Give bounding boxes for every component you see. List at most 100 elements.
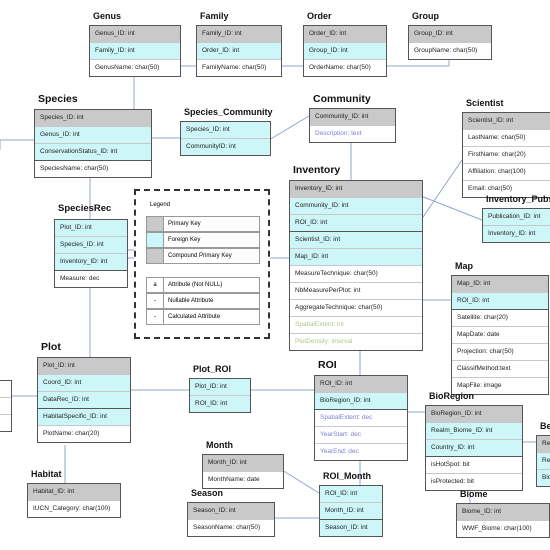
attribute-field: isHotSpot: bit [426,457,522,474]
relationship-line [281,469,320,494]
foreign-key-field: CommunityID: int [181,139,270,155]
foreign-key-field: ROI_ID: int [190,396,250,412]
attribute-field: Affiliation: char(100) [463,164,550,181]
foreign-key-field: DataRec_ID: int [38,392,130,409]
legend-swatch: - [147,310,164,324]
entity-title-inventory-pubs: Inventory_Pubs [486,194,550,204]
legend-item-foreign-key: Foreign Key [146,232,260,248]
primary-key-field: Group_ID: int [409,26,491,43]
attribute-field: NbMeasurePerPlot: int [290,283,422,300]
attribute-field: SpatialExtent: dec [315,410,407,427]
legend-swatch [147,233,164,247]
foreign-key-field: Genus_ID: int [35,127,151,144]
foreign-key-field: Inventory_ID: int [55,254,127,271]
foreign-key-field: Group_ID: int [304,43,386,60]
legend-item-calculated: -Calculated Attribute [146,309,260,325]
foreign-key-field: Family_ID: int [90,43,180,60]
foreign-key-field: HabitatSpecific_ID: int [38,409,130,426]
entity-left-stub[interactable] [0,380,12,432]
entity-title-habitat: Habitat [31,469,62,479]
attribute-field: isProtected: bit [426,474,522,490]
entity-title-group: Group [412,11,439,21]
entity-title-family: Family [200,11,229,21]
foreign-key-field: Bio [537,470,550,486]
legend-item-primary-key: Primary Key [146,216,260,232]
attribute-field [0,398,11,415]
primary-key-field: Re [537,436,550,453]
relationship-line [420,195,483,221]
primary-key-field: Plot_ID: int [38,358,130,375]
primary-key-field: BioRegion_ID: int [426,406,522,423]
attribute-field: OrderName: char(50) [304,60,386,76]
legend-swatch [147,217,164,231]
primary-key-field: Genus_ID: int [90,26,180,43]
legend-label: Primary Key [168,221,201,227]
attribute-field: AggregateTechnique: char(50) [290,300,422,317]
primary-key-field: ROI_ID: int [315,376,407,393]
attribute-field: MeasureTechnique: char(50) [290,266,422,283]
attribute-field: SeasonName: char(50) [188,520,274,536]
foreign-key-field: Order_ID: int [197,43,281,60]
legend-label: Compound Primary Key [168,253,232,259]
foreign-key-field: ROI_ID: int [452,293,548,310]
relationship-line [420,159,463,221]
attribute-field: WWF_Biome: char(100) [457,521,549,537]
foreign-key-field: Country_ID: int [426,440,522,457]
attribute-field: SpatialExtent: int [290,317,422,334]
entity-title-inventory: Inventory [293,164,341,176]
foreign-key-field: Scientist_ID: int [290,232,422,249]
entity-title-bioregion: BioRegion [429,391,474,401]
foreign-key-field: Season_ID: int [320,520,382,536]
foreign-key-field: Coord_ID: int [38,375,130,392]
primary-key-field: Season_ID: int [188,503,274,520]
attribute-field: Projection: char(50) [452,344,548,361]
attribute-field: FamilyName: char(50) [197,60,281,76]
relationship-line [268,115,310,141]
entity-title-species: Species [38,93,78,105]
entity-title-be: Be [540,421,550,431]
primary-key-field: Habitat_ID: int [28,484,120,501]
entity-title-season: Season [191,488,224,498]
foreign-key-field: Plot_ID: int [55,220,127,237]
entity-title-community: Community [313,93,371,105]
foreign-key-field: Re [537,453,550,470]
foreign-key-field: Map_ID: int [290,249,422,266]
entity-title-biome: Biome [460,489,488,499]
primary-key-field: Community_ID: int [310,109,395,126]
primary-key-field: Order_ID: int [304,26,386,43]
attribute-field: MapDate: date [452,327,548,344]
primary-key-field: Inventory_ID: int [290,181,422,198]
attribute-field: PlotDensity: interval [295,338,353,345]
attribute-field [0,415,11,431]
legend-label: Nullable Attribute [168,298,214,304]
legend-swatch: - [147,294,164,308]
attribute-field: SpeciesName: char(50) [35,161,151,177]
attribute-field: MonthName: date [203,472,283,488]
foreign-key-field: Realm_Biome_ID: int [426,423,522,440]
entity-title-plot-roi: Plot_ROI [193,364,232,374]
entity-title-species-community: Species_Community [184,107,273,117]
